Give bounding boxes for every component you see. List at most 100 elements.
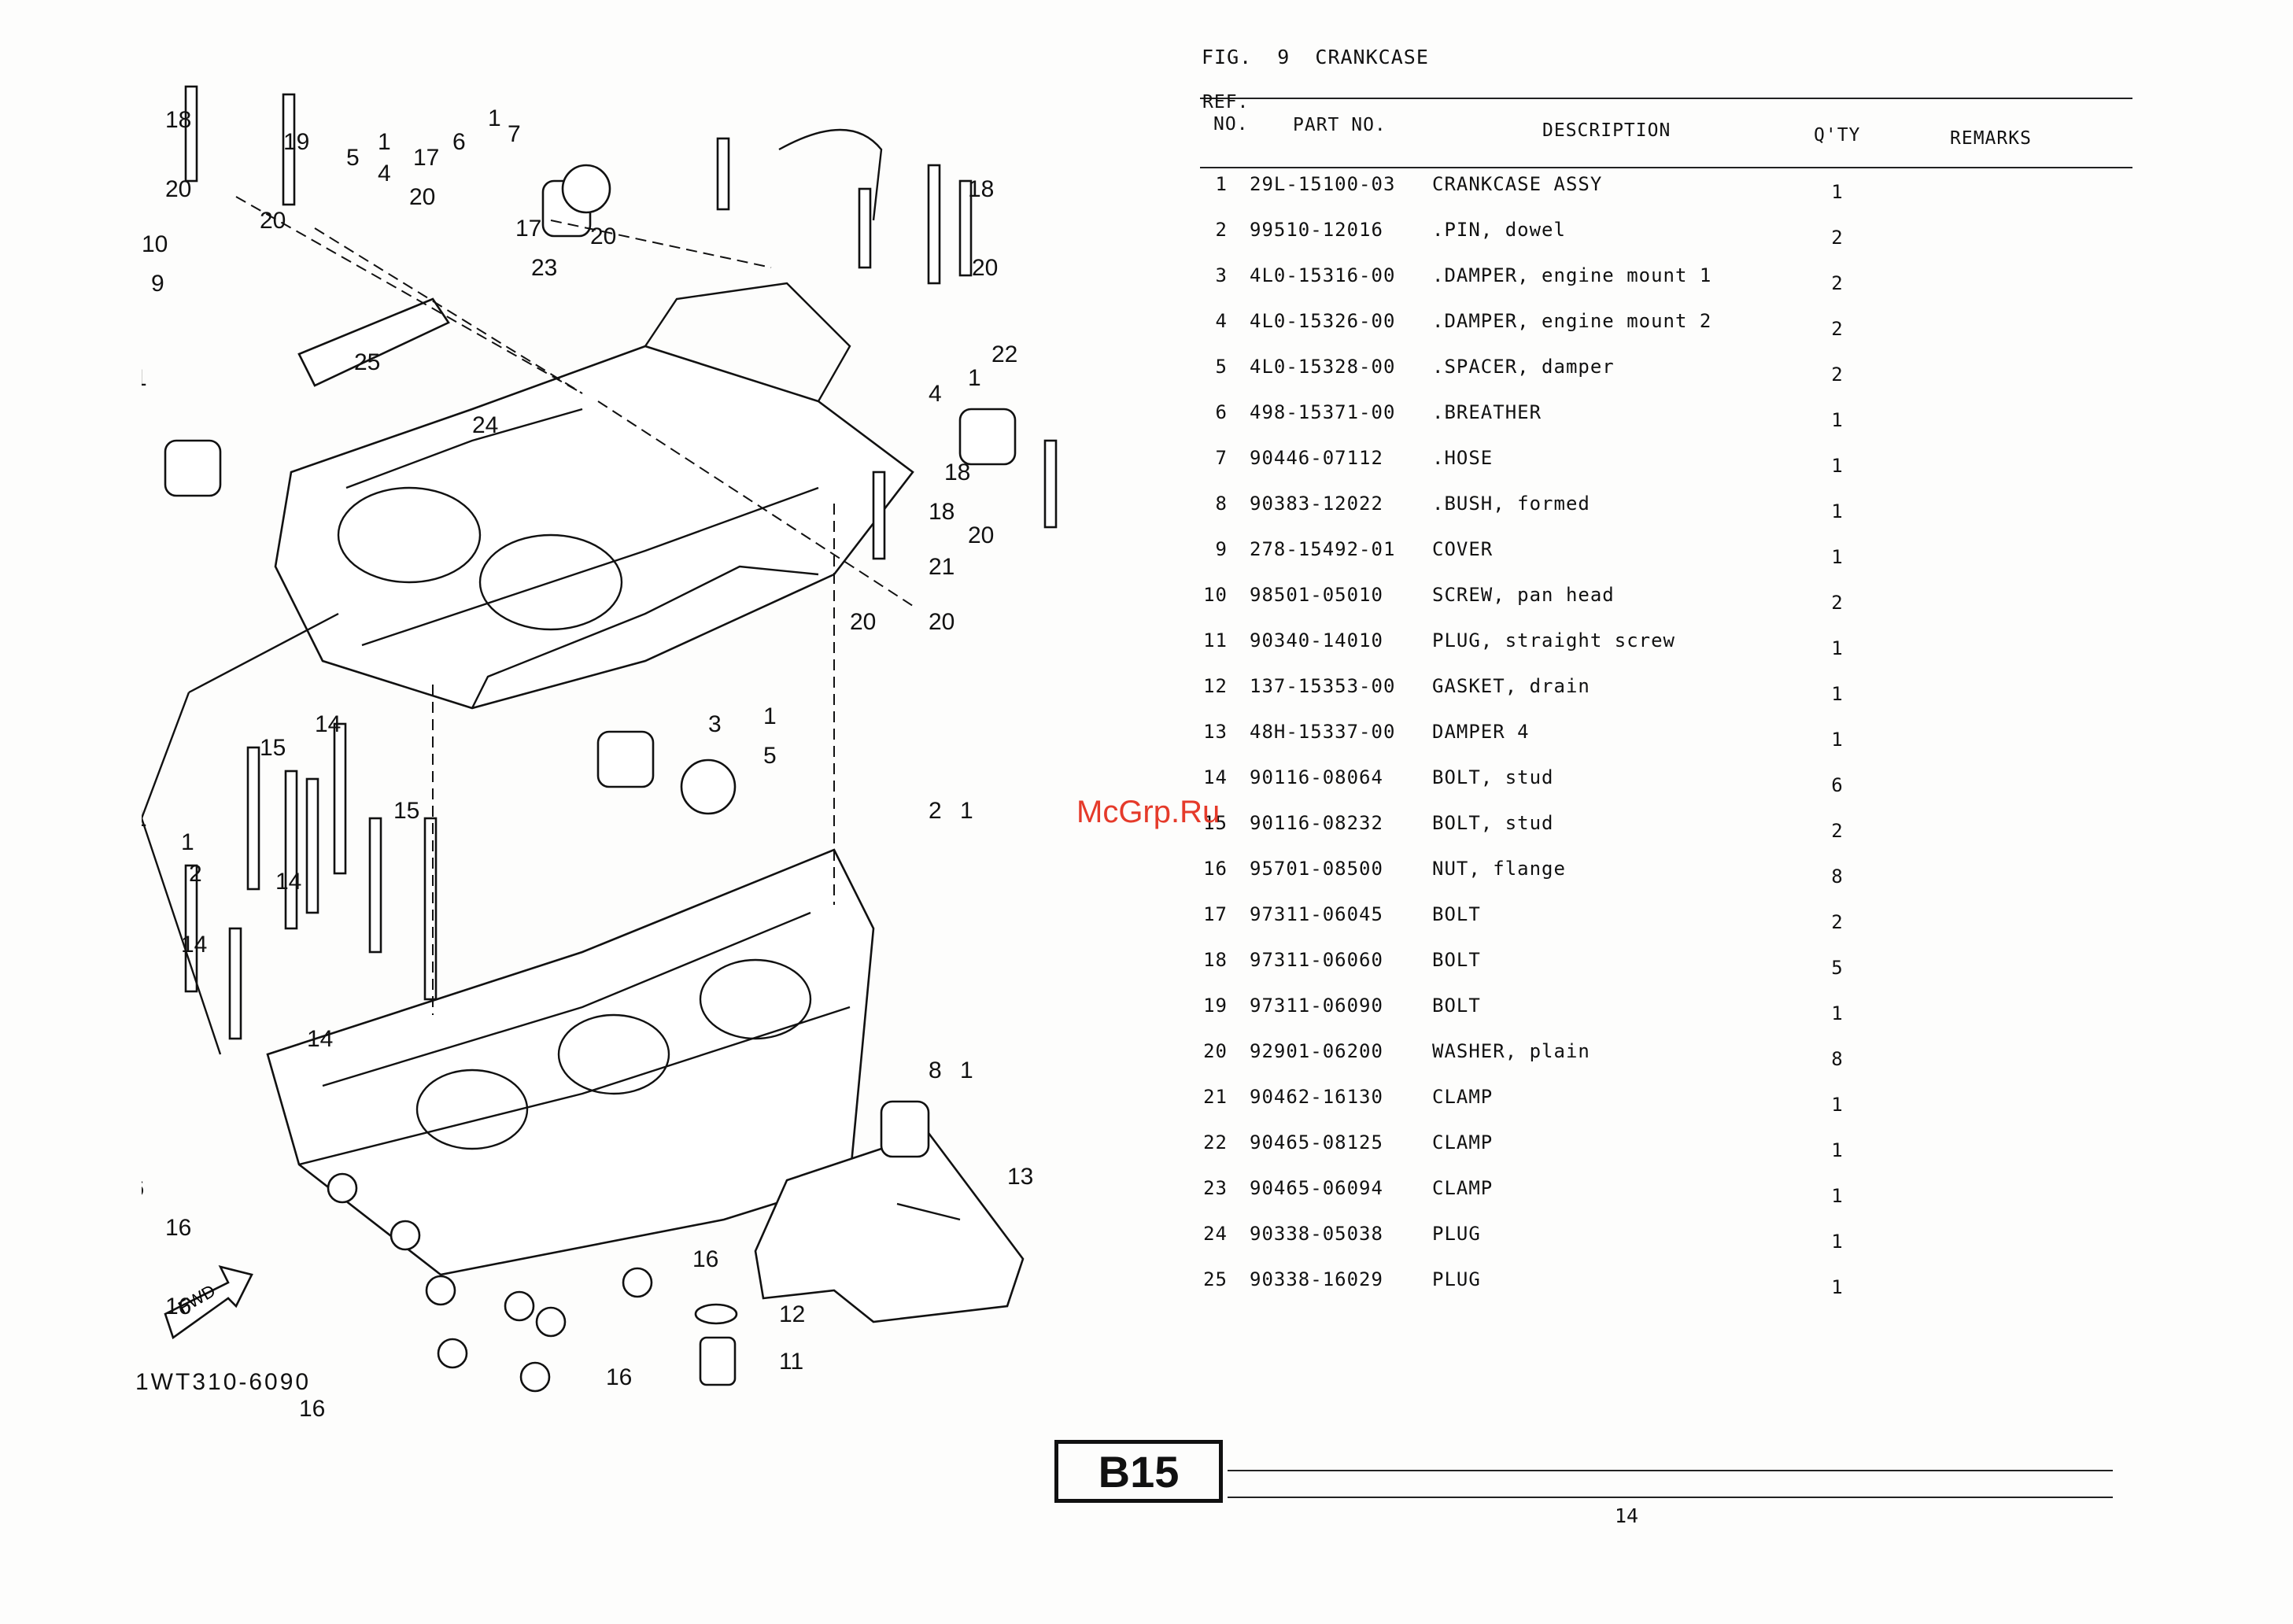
svg-text:25: 25 [354, 349, 380, 375]
description: .DAMPER, engine mount 1 [1432, 264, 1712, 286]
part-no: 98501-05010 [1250, 584, 1383, 606]
header-description: DESCRIPTION [1542, 120, 1671, 141]
svg-text:3: 3 [708, 711, 722, 737]
header-ref-line1: REF. [1202, 92, 1250, 113]
svg-text:20: 20 [165, 176, 191, 202]
svg-text:14: 14 [275, 869, 301, 895]
exploded-diagram: FWD 18 19 20 10 [94, 63, 1188, 1432]
qty: 2 [1831, 272, 1844, 294]
svg-text:19: 19 [283, 129, 309, 155]
svg-text:16: 16 [299, 1396, 325, 1422]
part-no: 90116-08064 [1250, 766, 1383, 788]
svg-text:12: 12 [779, 1301, 805, 1327]
ref-no: 14 [1203, 766, 1228, 788]
svg-text:20: 20 [968, 522, 994, 548]
part-no: 95701-08500 [1250, 858, 1383, 880]
ref-no: 19 [1203, 995, 1228, 1017]
bottom-rule-lower [1228, 1497, 2113, 1498]
ref-no: 4 [1215, 310, 1228, 332]
header-part-no: PART NO. [1293, 115, 1387, 135]
header-qty: Q'TY [1814, 125, 1861, 146]
svg-text:7: 7 [508, 121, 521, 147]
qty: 1 [1831, 637, 1844, 659]
description: BOLT, stud [1432, 812, 1554, 834]
qty: 1 [1831, 683, 1844, 705]
svg-text:5: 5 [763, 743, 777, 769]
qty: 2 [1831, 911, 1844, 933]
qty: 1 [1831, 409, 1844, 431]
flange-nuts [327, 1172, 653, 1393]
svg-text:1: 1 [488, 105, 501, 131]
bolts [184, 85, 1058, 560]
description: .SPACER, damper [1432, 356, 1615, 378]
description: NUT, flange [1432, 858, 1566, 880]
svg-text:18: 18 [165, 107, 191, 133]
part-no: 90462-16130 [1250, 1086, 1383, 1108]
svg-text:20: 20 [850, 609, 876, 635]
figure-title: FIG. 9 CRANKCASE [1202, 46, 1442, 68]
svg-text:20: 20 [972, 255, 998, 281]
part-no: 90338-16029 [1250, 1268, 1383, 1290]
svg-text:1: 1 [960, 1057, 973, 1083]
svg-text:1: 1 [181, 829, 194, 855]
svg-text:20: 20 [260, 208, 286, 234]
svg-text:6: 6 [452, 129, 466, 155]
ref-no: 6 [1215, 401, 1228, 423]
ref-no: 16 [1203, 858, 1228, 880]
part-no: 90383-12022 [1250, 493, 1383, 515]
part-no: 29L-15100-03 [1250, 173, 1396, 195]
description: PLUG [1432, 1223, 1481, 1245]
drain-plug [699, 1336, 737, 1386]
part-no: 90446-07112 [1250, 447, 1383, 469]
part-no: 97311-06060 [1250, 949, 1383, 971]
svg-text:16: 16 [165, 1294, 191, 1320]
ref-no: 9 [1215, 538, 1228, 560]
ref-no: 7 [1215, 447, 1228, 469]
description: SCREW, pan head [1432, 584, 1615, 606]
part-no: 137-15353-00 [1250, 675, 1396, 697]
description: CLAMP [1432, 1177, 1494, 1199]
svg-text:8: 8 [929, 1057, 942, 1083]
page-number: 14 [1615, 1504, 1639, 1527]
qty: 2 [1831, 592, 1844, 614]
figure-number: 9 [1277, 46, 1291, 68]
part-no: 4L0-15328-00 [1250, 356, 1396, 378]
svg-text:15: 15 [393, 798, 419, 824]
part-no: 90340-14010 [1250, 629, 1383, 651]
header-top-rule [1200, 98, 2132, 99]
part-no: 4L0-15326-00 [1250, 310, 1396, 332]
ref-no: 24 [1203, 1223, 1228, 1245]
cover-plate [297, 297, 450, 387]
svg-text:21: 21 [929, 554, 954, 580]
svg-text:16: 16 [606, 1364, 632, 1390]
description: PLUG [1432, 1268, 1481, 1290]
svg-text:16: 16 [142, 1176, 144, 1201]
qty: 8 [1831, 866, 1844, 888]
header-remarks: REMARKS [1950, 128, 2032, 149]
description: .PIN, dowel [1432, 219, 1566, 241]
svg-text:16: 16 [165, 1215, 191, 1241]
part-no: 4L0-15316-00 [1250, 264, 1396, 286]
svg-text:10: 10 [142, 231, 168, 257]
svg-text:14: 14 [181, 932, 207, 958]
description: BOLT [1432, 949, 1481, 971]
svg-text:1: 1 [378, 129, 391, 155]
ref-no: 2 [1215, 219, 1228, 241]
svg-text:24: 24 [472, 412, 498, 438]
svg-text:20: 20 [929, 609, 954, 635]
description: .HOSE [1432, 447, 1494, 469]
ref-no: 1 [1215, 173, 1228, 195]
header-ref-line2: NO. [1213, 114, 1249, 135]
part-no: 278-15492-01 [1250, 538, 1396, 560]
svg-text:1: 1 [763, 703, 777, 729]
qty: 5 [1831, 957, 1844, 979]
